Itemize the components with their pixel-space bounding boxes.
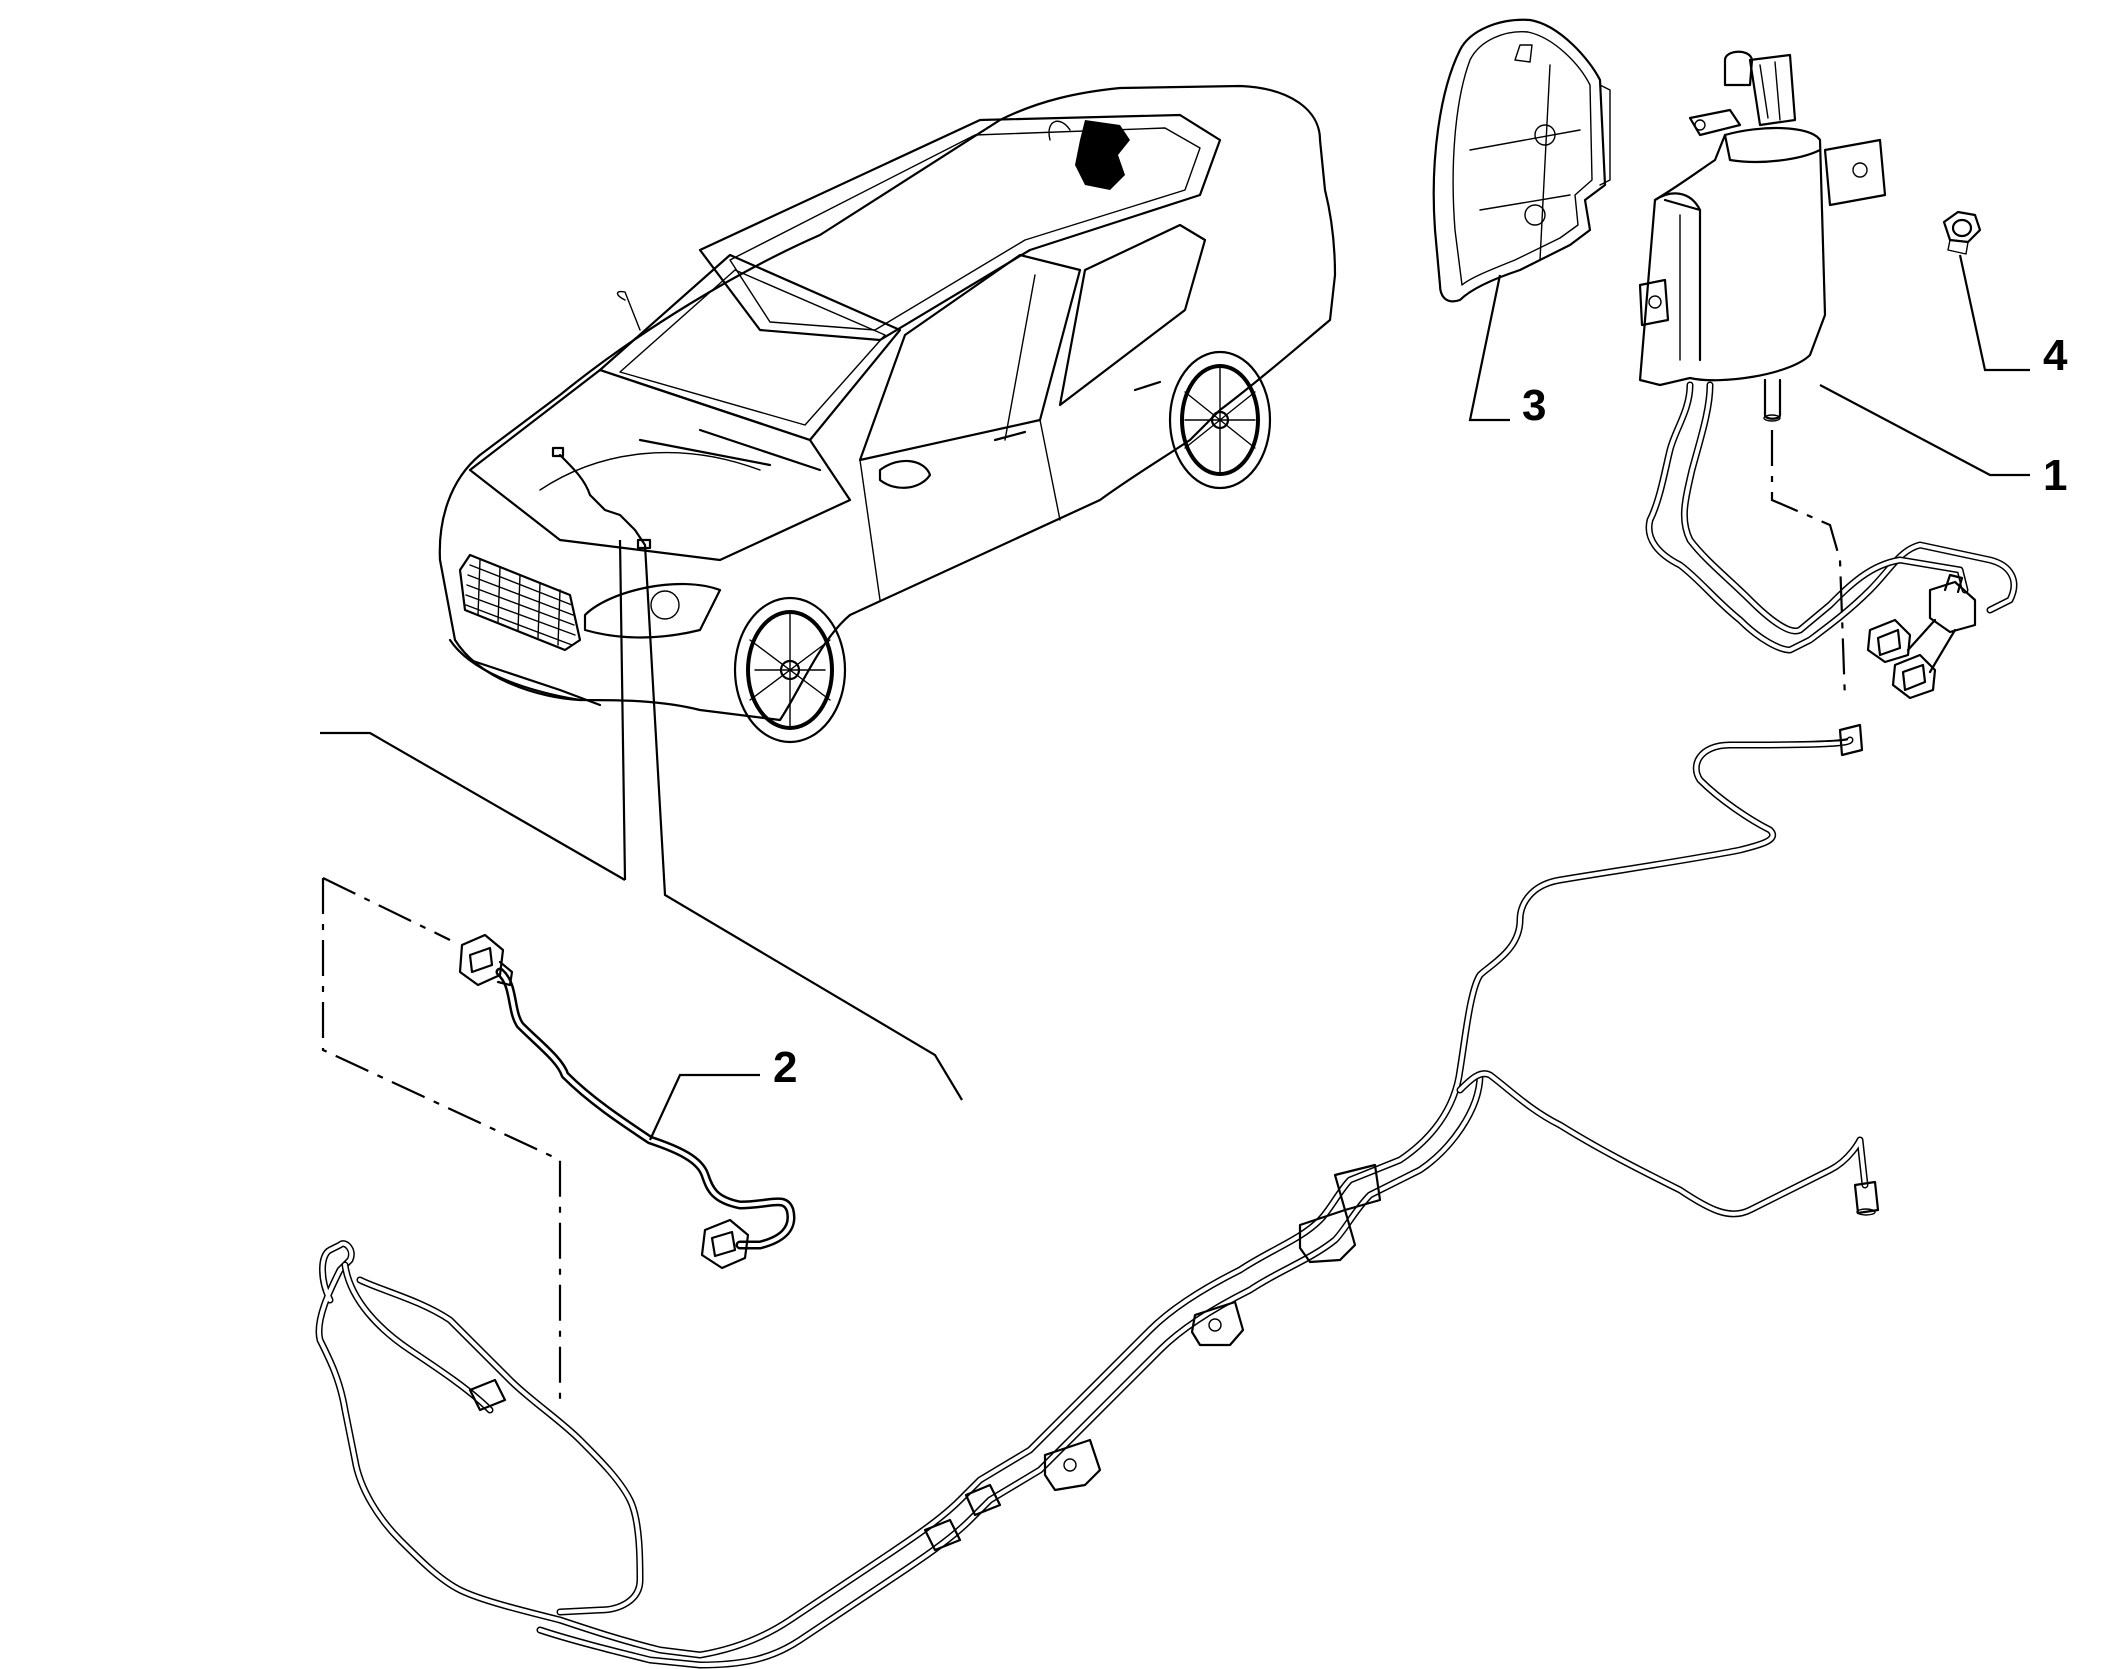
callout-1-label: 1 [2043,451,2067,500]
detail-leader-lines [320,539,963,1400]
svg-text:3: 3 [1522,381,1546,430]
callout-3-label: 3 [1522,381,1546,430]
heat-shield [1432,18,1611,303]
callout-1: 1 [1819,384,2067,500]
fuel-vapour-pipes [315,723,1880,1669]
callout-2: 2 [649,1043,797,1141]
canister-hoses [1645,381,2018,701]
charcoal-canister [1638,50,1887,422]
svg-text:1: 1 [2043,451,2067,500]
callout-2-label: 2 [773,1043,797,1092]
svg-text:2: 2 [773,1043,797,1092]
callout-4-label: 4 [2043,331,2068,380]
svg-text:4: 4 [2043,331,2068,380]
callout-3: 3 [1468,274,1546,430]
hex-nut [1942,210,1982,255]
wiring-harness [458,933,796,1270]
car-illustration [438,84,1337,744]
callout-4: 4 [1958,254,2068,380]
